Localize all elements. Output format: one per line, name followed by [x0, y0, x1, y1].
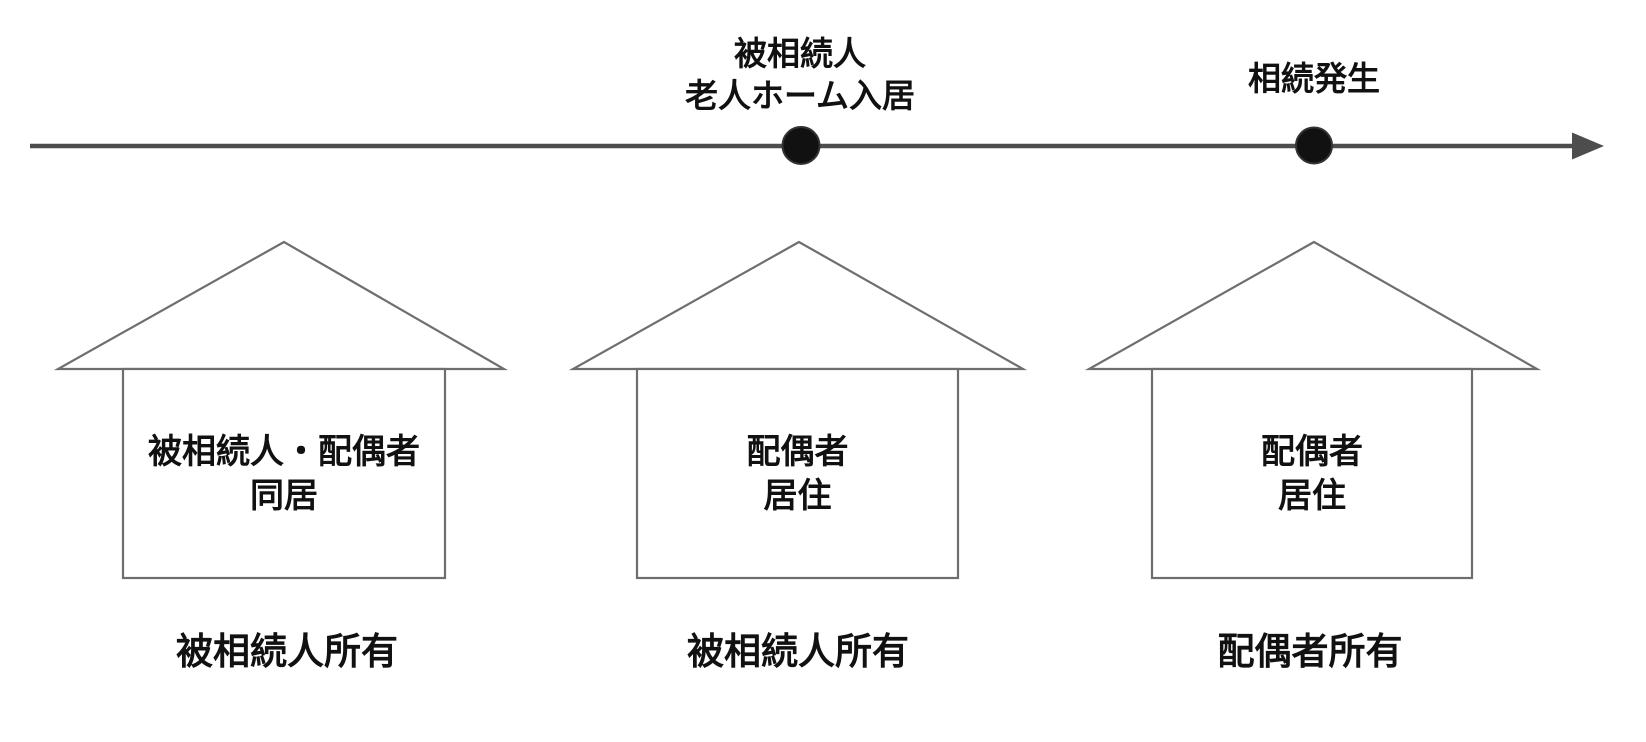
timeline-dot-nursing-home-entry — [781, 126, 821, 165]
timeline-event-label-nursing-home-entry: 被相続人 老人ホーム入居 — [684, 35, 915, 114]
house-right-owner-label: 配偶者所有 — [1217, 631, 1403, 672]
house-right-body — [1150, 367, 1474, 580]
house-right-occupant-label: 配偶者 居住 — [1261, 432, 1363, 515]
house-middle-occupant-label: 配偶者 居住 — [746, 432, 849, 515]
house-left-body — [121, 367, 447, 580]
house-middle-owner-label: 被相続人所有 — [687, 631, 909, 672]
house-left-roof — [53, 240, 509, 371]
house-right — [1084, 240, 1542, 580]
house-middle-roof — [568, 240, 1028, 371]
timeline-arrowhead-icon — [1572, 132, 1604, 160]
timeline-dot-inheritance-occurs — [1295, 126, 1333, 165]
timeline-event-label-inheritance-occurs: 相続発生 — [1248, 60, 1380, 97]
house-left-owner-label: 被相続人所有 — [176, 631, 398, 672]
house-right-roof — [1084, 240, 1542, 371]
house-left-occupant-label: 被相続人・配偶者 同居 — [148, 432, 420, 515]
house-middle — [568, 240, 1028, 580]
house-left — [53, 240, 509, 580]
house-middle-body — [635, 367, 960, 580]
